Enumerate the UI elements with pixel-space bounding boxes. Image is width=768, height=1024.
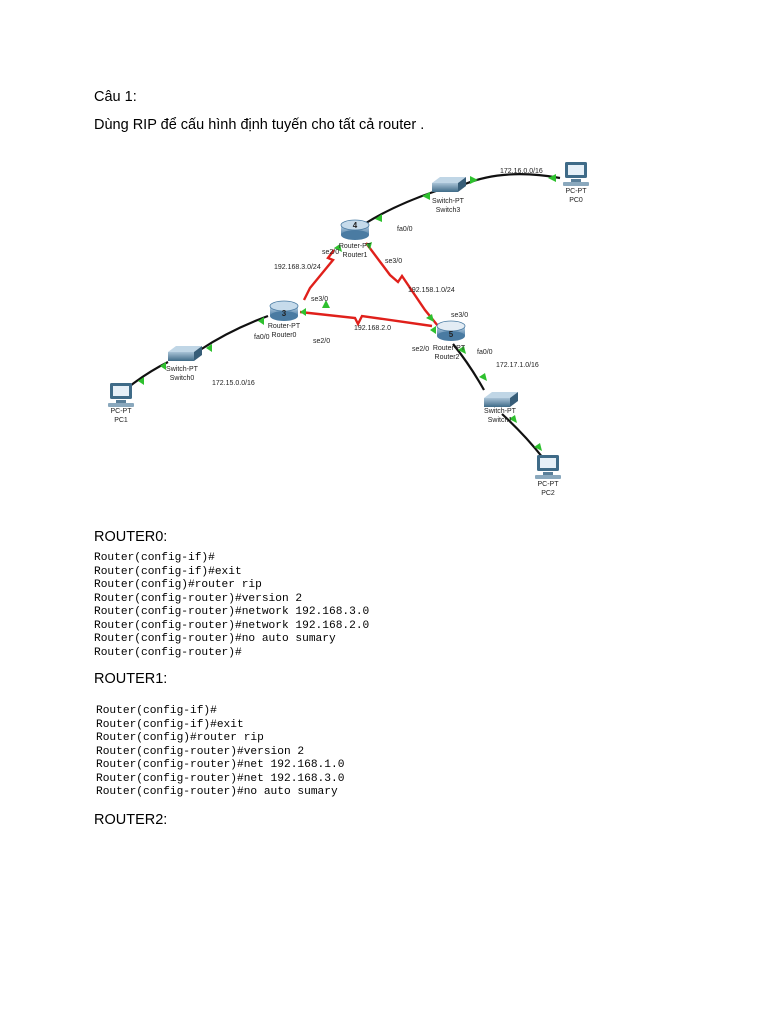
router1-icon[interactable] bbox=[340, 219, 370, 240]
link-switch1-pc2 bbox=[501, 413, 544, 459]
pc1-name: PC1 bbox=[114, 417, 128, 424]
switch3-model: Switch-PT bbox=[432, 198, 465, 205]
interface-label: se3/0 bbox=[385, 258, 402, 265]
config-line: Router(config-router)#version 2 bbox=[96, 745, 305, 758]
network-label: 192.168.2.0 bbox=[354, 325, 391, 332]
switch0-icon[interactable] bbox=[168, 346, 202, 361]
config-line: Router(config-router)#network 192.168.2.… bbox=[94, 619, 370, 632]
switch0-name: Switch0 bbox=[170, 375, 195, 382]
config-line: Router(config-if)#exit bbox=[96, 718, 244, 731]
task-text: Dùng RIP để cấu hình định tuyến cho tất … bbox=[94, 117, 425, 133]
link-pc0-switch3 bbox=[464, 173, 561, 186]
config-line: Router(config-if)# bbox=[96, 705, 217, 717]
link-router2-switch1 bbox=[452, 343, 485, 391]
heading: Câu 1: bbox=[94, 89, 137, 105]
router1-name: Router1 bbox=[343, 252, 368, 259]
config-line: Router(config-router)#network 192.168.3.… bbox=[94, 606, 370, 618]
network-label: 172.16.0.0/16 bbox=[500, 168, 543, 175]
router2-icon[interactable] bbox=[436, 320, 466, 341]
router0-model: Router-PT bbox=[268, 323, 301, 330]
config-line: Router(config-if)# bbox=[94, 552, 215, 564]
config-line: Router(config-router)#no auto sumary bbox=[94, 633, 336, 645]
serial-router0-router2 bbox=[299, 310, 433, 328]
switch1-model: Switch-PT bbox=[484, 408, 517, 415]
router2-number: 5 bbox=[449, 330, 454, 339]
interface-label: se3/0 bbox=[311, 296, 328, 303]
router2-model: Router-PT bbox=[433, 345, 466, 352]
config-line: Router(config-router)# bbox=[94, 646, 242, 659]
interface-label: fa0/0 bbox=[397, 226, 413, 233]
network-label: 192.168.3.0/24 bbox=[274, 264, 321, 271]
config-line: Router(config)#router rip bbox=[96, 732, 264, 744]
router0-name: Router0 bbox=[272, 332, 297, 339]
config-line: Router(config-router)#net 192.168.3.0 bbox=[96, 772, 345, 785]
router1-section-label: ROUTER1: bbox=[94, 671, 168, 687]
switch1-icon[interactable] bbox=[484, 392, 518, 407]
config-line: Router(config)#router rip bbox=[94, 579, 262, 591]
router2-section-label: ROUTER2: bbox=[94, 812, 168, 828]
router1-config-block: Router(config-if)# Router(config-if)#exi… bbox=[96, 705, 386, 803]
pc0-icon[interactable] bbox=[563, 162, 589, 186]
switch1-name: Switch1 bbox=[488, 417, 513, 424]
pc2-model: PC-PT bbox=[538, 481, 560, 488]
switch0-model: Switch-PT bbox=[166, 366, 199, 373]
router0-config-block: Router(config-if)# Router(config-if)#exi… bbox=[94, 552, 384, 660]
network-topology-diagram: PC-PT PC0 Switch-PT Switch3 4 Router-PT … bbox=[108, 162, 589, 497]
router0-number: 3 bbox=[282, 309, 287, 318]
config-line: Router(config-router)#no auto sumary bbox=[96, 786, 338, 798]
config-line: Router(config-router)#version 2 bbox=[94, 592, 303, 605]
router2-name: Router2 bbox=[435, 354, 460, 361]
network-label: 172.15.0.0/16 bbox=[212, 380, 255, 387]
pc0-name: PC0 bbox=[569, 197, 583, 204]
interface-label: se2/0 bbox=[322, 249, 339, 256]
network-label: 192.158.1.0/24 bbox=[408, 287, 455, 294]
pc2-name: PC2 bbox=[541, 490, 555, 497]
network-label: 172.17.1.0/16 bbox=[496, 362, 539, 369]
interface-label: fa0/0 bbox=[477, 349, 493, 356]
switch3-icon[interactable] bbox=[432, 177, 466, 192]
router1-number: 4 bbox=[353, 221, 358, 230]
config-line: Router(config-if)#exit bbox=[94, 565, 242, 578]
router0-icon[interactable] bbox=[269, 300, 299, 321]
serial-router1-router0 bbox=[302, 249, 335, 301]
pc1-icon[interactable] bbox=[108, 383, 134, 407]
pc1-model: PC-PT bbox=[111, 408, 133, 415]
router1-model: Router-PT bbox=[339, 243, 372, 250]
interface-label: se2/0 bbox=[313, 338, 330, 345]
config-line: Router(config-router)#net 192.168.1.0 bbox=[96, 759, 345, 771]
pc2-icon[interactable] bbox=[535, 455, 561, 479]
router0-section-label: ROUTER0: bbox=[94, 529, 168, 545]
interface-label: fa0/0 bbox=[254, 334, 270, 341]
interface-label: se3/0 bbox=[451, 312, 468, 319]
switch3-name: Switch3 bbox=[436, 207, 461, 214]
link-router0-switch0 bbox=[199, 314, 269, 351]
pc0-model: PC-PT bbox=[566, 188, 588, 195]
interface-label: se2/0 bbox=[412, 346, 429, 353]
serial-router1-router2 bbox=[365, 242, 439, 327]
